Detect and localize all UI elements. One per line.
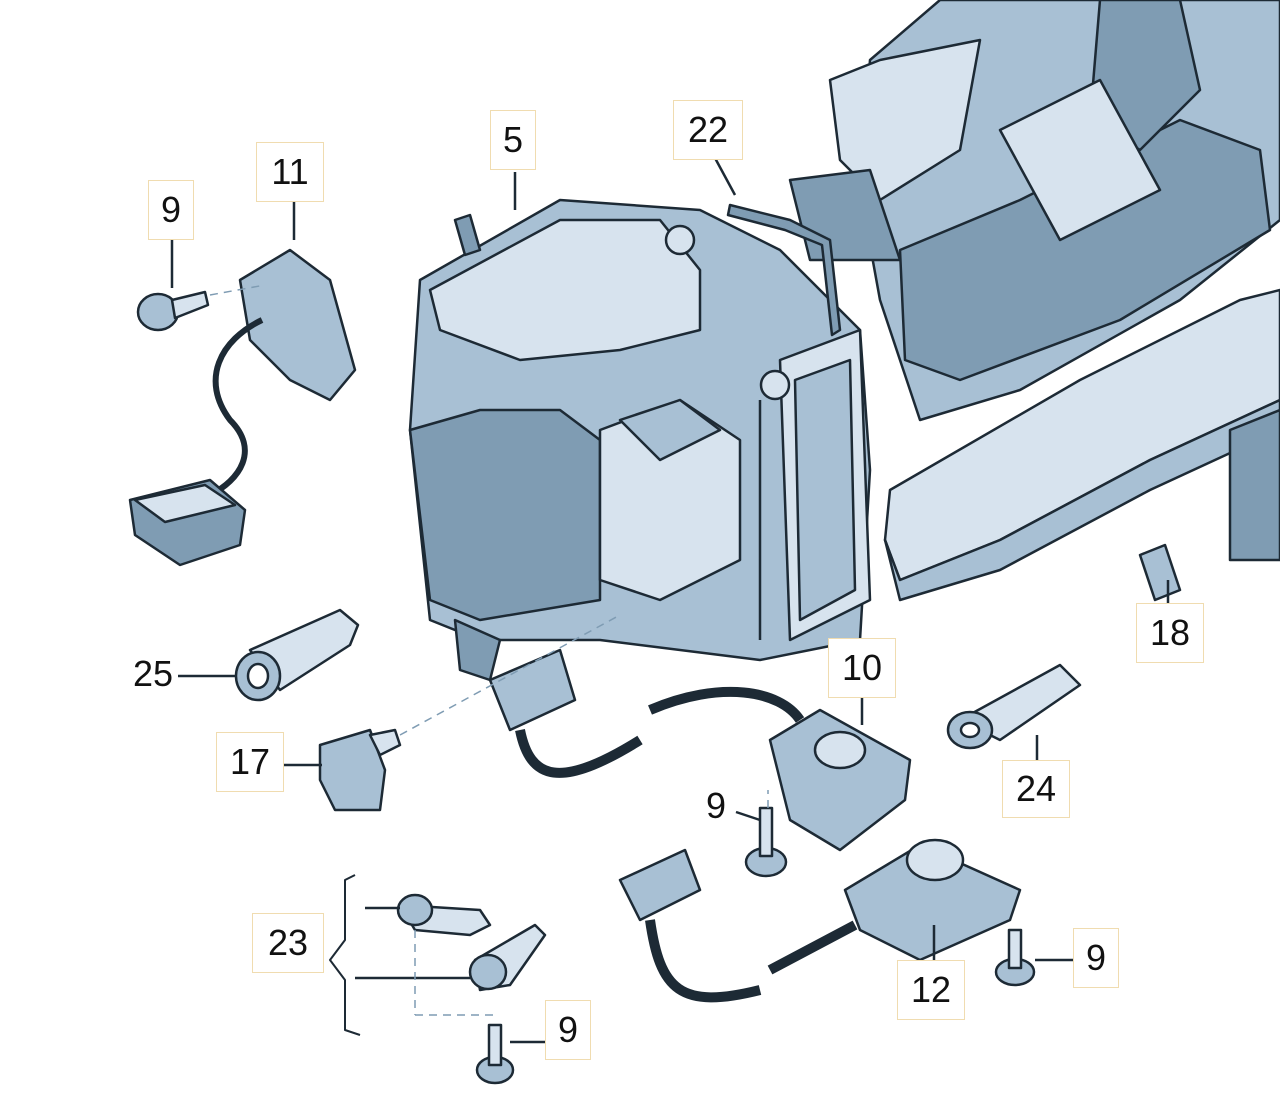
screw-part	[744, 806, 788, 878]
long-bracket	[883, 288, 1280, 602]
callout-22: 22	[673, 100, 743, 160]
bracket-23	[329, 874, 361, 1036]
callout-9-topleft: 9	[148, 180, 194, 240]
cable-connector-part	[488, 648, 805, 778]
duct-assembly	[788, 0, 1280, 422]
callout-5: 5	[490, 110, 536, 170]
leader-lines	[170, 157, 1170, 1044]
callout-9-right: 9	[1073, 928, 1119, 988]
connector-17-part	[318, 728, 402, 812]
lever-24-part	[946, 663, 1082, 750]
servo-12-part	[618, 838, 1022, 1003]
callout-17: 17	[216, 732, 284, 792]
lever-set-23-part	[396, 893, 547, 992]
dashed-leader-lines	[209, 284, 769, 1016]
screw-part	[994, 928, 1036, 987]
callout-23: 23	[252, 913, 324, 973]
callout-24: 24	[1002, 760, 1070, 818]
servo-10-part	[768, 708, 912, 852]
clip-18-part	[1138, 543, 1182, 602]
callout-25: 25	[132, 653, 174, 694]
callout-18: 18	[1136, 603, 1204, 663]
heater-housing-part	[408, 198, 872, 682]
screw-part	[136, 290, 210, 332]
callout-9-bottom: 9	[545, 1000, 591, 1060]
callout-12: 12	[897, 960, 965, 1020]
screw-part	[475, 1023, 515, 1085]
lever-25-part	[234, 608, 360, 702]
sensor-cover-part	[128, 248, 357, 567]
seal-part	[726, 203, 842, 337]
callout-11: 11	[256, 142, 324, 202]
callout-10: 10	[828, 638, 896, 698]
callout-9-servo10: 9	[705, 785, 727, 826]
